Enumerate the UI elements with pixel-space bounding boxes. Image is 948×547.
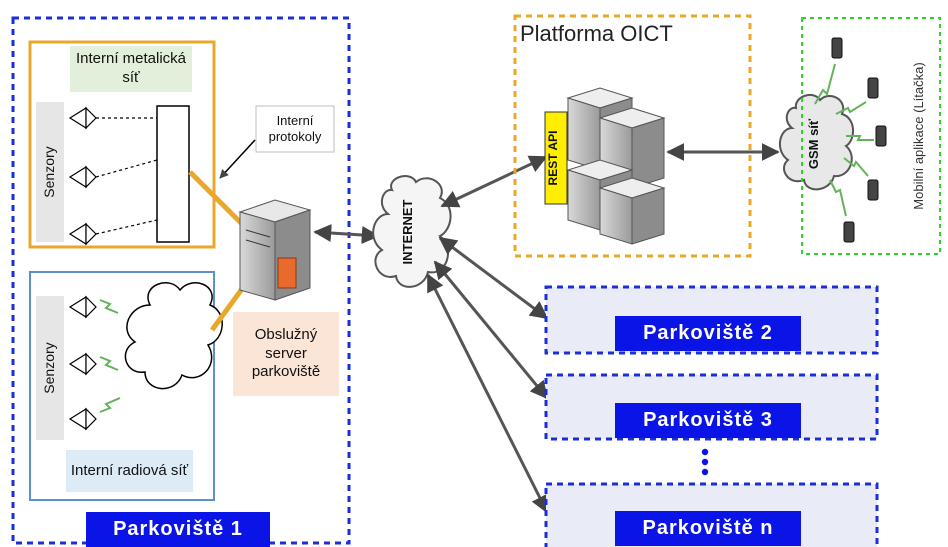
platform-boundary — [513, 14, 752, 258]
sensors-strip-bottom — [36, 296, 64, 440]
internet-cloud — [372, 175, 452, 288]
platform-title: Platforma OICT — [520, 21, 673, 46]
metal-bus-bar — [156, 105, 190, 243]
protocols-label-bg — [255, 105, 335, 153]
protocols-arrow — [219, 139, 256, 179]
parking2-title: Parkoviště 2 — [615, 316, 801, 351]
radio-sensors — [68, 295, 97, 431]
link-internet-p2 — [438, 236, 549, 320]
radio-label-bg — [66, 450, 193, 492]
parkingn-title: Parkoviště n — [615, 511, 801, 546]
mobile-phones — [814, 37, 887, 243]
gsm-label: GSM síť — [806, 118, 821, 170]
sensors-strip-top — [36, 102, 64, 242]
link-internet-pn — [426, 273, 549, 514]
parking-server — [238, 199, 312, 301]
link-internet-platform — [440, 155, 548, 208]
protocols-label: Interní protokoly — [258, 108, 332, 150]
metal-network-text: Interní metalická síť — [75, 50, 187, 86]
metal-network-box — [28, 40, 216, 249]
radio-network-label: Interní radiová síť — [68, 452, 191, 490]
link-metal-server — [188, 170, 250, 232]
mobile-boundary — [801, 17, 941, 255]
phone-icon — [831, 37, 887, 243]
parking3-title: Parkoviště 3 — [615, 403, 801, 438]
mobile-app-label: Mobilní aplikace (Lítačka) — [911, 62, 926, 210]
gsm-cloud — [778, 93, 854, 191]
ellipsis-dots — [701, 448, 709, 476]
server-label: Obslužný server parkoviště — [236, 314, 336, 394]
metal-sensors — [68, 106, 158, 246]
metal-label-bg — [70, 46, 192, 92]
metal-network-label: Interní metalická síť — [72, 48, 190, 90]
link-internet-p3 — [433, 260, 549, 400]
parking1-title: Parkoviště 1 — [86, 512, 270, 547]
sensors-top-label: Senzory — [41, 146, 57, 198]
link-server-internet — [313, 224, 380, 244]
server-text: Obslužný server parkoviště — [251, 325, 321, 381]
radio-cloud — [124, 282, 223, 390]
server-label-bg — [233, 312, 339, 396]
internet-label: INTERNET — [400, 199, 415, 265]
protocols-text: Interní protokoly — [268, 112, 322, 144]
platform-server-cluster — [566, 87, 666, 245]
sensors-bottom-label: Senzory — [41, 342, 57, 394]
radio-network-box — [29, 271, 215, 501]
radio-network-text: Interní radiová síť — [70, 461, 189, 479]
rest-api-box — [544, 111, 568, 205]
rest-api-label: REST API — [546, 130, 560, 186]
